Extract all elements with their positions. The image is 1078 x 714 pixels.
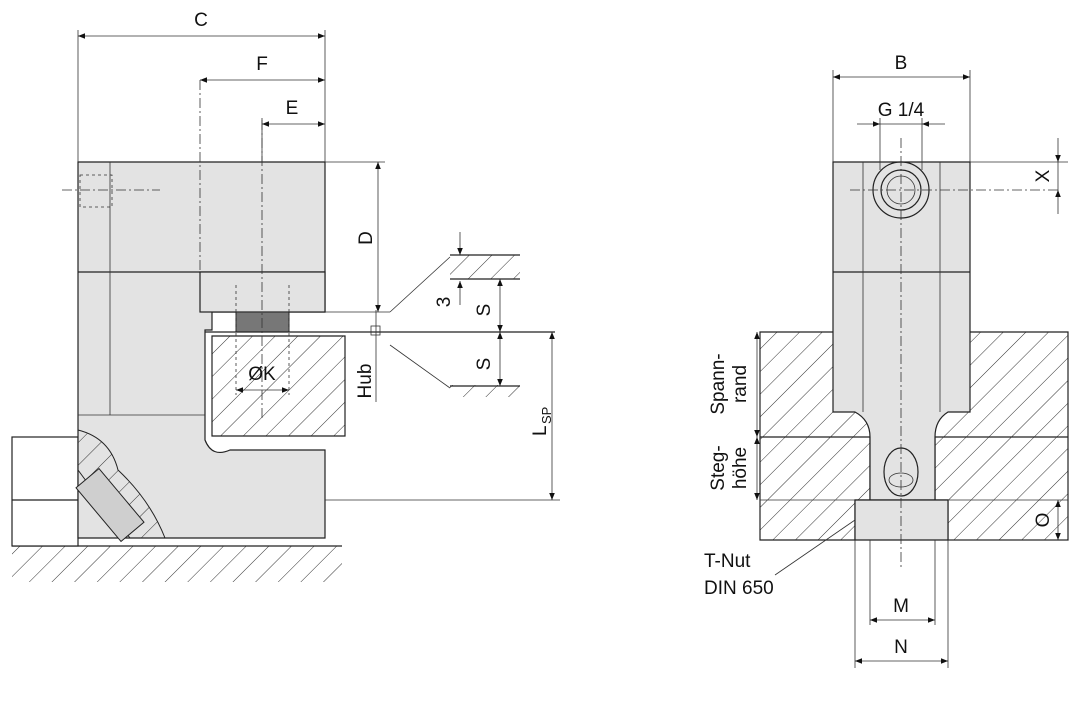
svg-text:rand: rand <box>730 365 751 403</box>
t-nut <box>854 499 949 541</box>
svg-text:höhe: höhe <box>730 447 751 489</box>
screw-section <box>75 429 166 543</box>
dim-x-label: X <box>1033 169 1054 182</box>
dim-f-label: F <box>256 54 268 75</box>
svg-text:Steg-: Steg- <box>708 445 729 490</box>
contact-pad <box>235 311 290 333</box>
dim-s2-label: S <box>474 358 495 371</box>
svg-text:Spann-: Spann- <box>708 353 729 414</box>
rail <box>11 436 79 547</box>
base-table-hatch <box>12 546 342 582</box>
side-view: C F E D 3 S S Hub ØK L <box>11 10 560 582</box>
svg-text:L: L <box>530 425 551 436</box>
tnut-label-1: T-Nut <box>704 551 751 572</box>
workpiece <box>211 335 346 437</box>
dim-o-label: O <box>1033 513 1054 528</box>
dim-lsp-label: L SP <box>530 407 554 436</box>
steghoehe-label: Steg- höhe <box>708 445 751 490</box>
front-view: B G 1/4 X Spann- rand Steg- höhe O M N <box>704 53 1069 668</box>
dim-g-label: G 1/4 <box>878 100 925 121</box>
dim-e-label: E <box>286 98 299 119</box>
clamp-body <box>77 161 326 539</box>
dim-m-label: M <box>893 596 909 617</box>
clamp-jaw <box>199 271 326 313</box>
dim-s1-label: S <box>474 304 495 317</box>
lower-stop-hatch <box>450 385 520 397</box>
dim-3-label: 3 <box>434 297 455 308</box>
tnut-label-2: DIN 650 <box>704 578 774 599</box>
dim-b-label: B <box>895 53 908 74</box>
svg-text:SP: SP <box>539 407 554 424</box>
dim-d-label: D <box>356 231 377 245</box>
upper-stop-hatch <box>450 255 520 279</box>
dim-k-label: ØK <box>248 364 276 385</box>
dim-n-label: N <box>894 637 908 658</box>
spannrand-label: Spann- rand <box>708 353 751 414</box>
dim-c-label: C <box>194 10 208 31</box>
dim-hub-label: Hub <box>355 364 376 399</box>
